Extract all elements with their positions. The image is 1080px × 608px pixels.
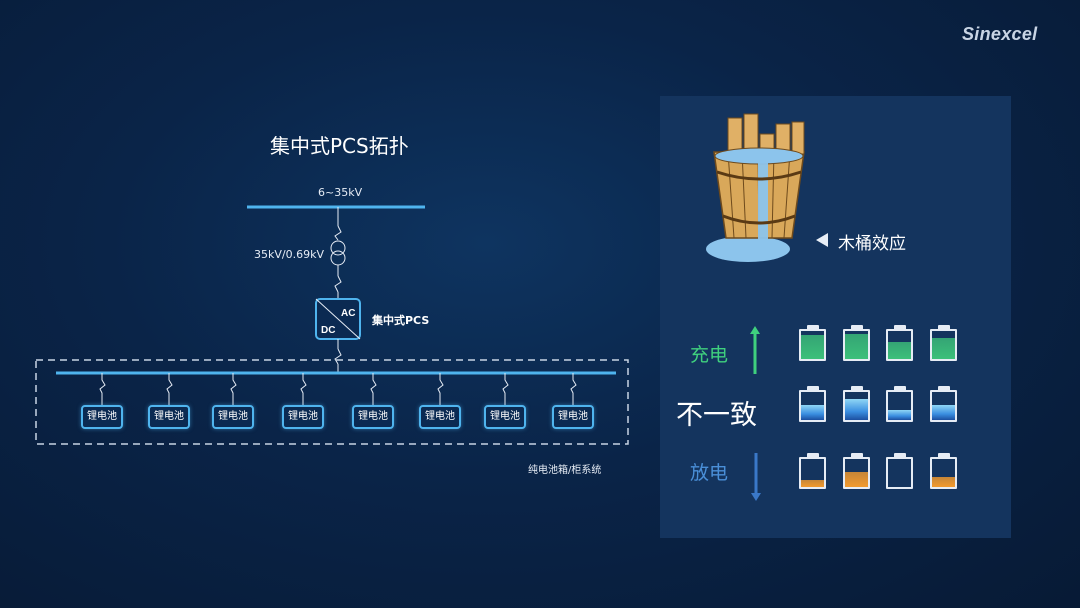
- grid-voltage-label: 6~35kV: [318, 186, 363, 199]
- wooden-barrel-illustration: [706, 113, 805, 262]
- feeder-switch: [334, 225, 342, 241]
- battery-cell-charge-level: [932, 477, 955, 487]
- transformer-coil-bottom: [330, 250, 346, 266]
- pcs-dc-text: DC: [321, 325, 335, 336]
- battery-cell-charge-level: [801, 480, 824, 487]
- pcs-ac-text: AC: [341, 308, 355, 319]
- barrel-pointer-icon: [816, 233, 828, 247]
- barrel-hoop: [716, 170, 802, 181]
- battery-cell-cap: [937, 453, 950, 457]
- transformer-coil-top: [330, 240, 346, 256]
- battery-unit: 锂电池: [148, 405, 190, 429]
- battery-cell-charge-level: [932, 338, 955, 359]
- battery-cell-cap: [850, 325, 863, 329]
- pcs-label: 集中式PCS: [372, 314, 430, 327]
- battery-cell-charge-level: [932, 404, 955, 420]
- battery-cell-charge-level: [801, 404, 824, 420]
- battery-cell-charge-level: [845, 471, 868, 487]
- battery-branch-switch: [99, 373, 106, 405]
- battery-cell-icon: [886, 329, 913, 361]
- battery-unit: 锂电池: [282, 405, 324, 429]
- battery-branch-switch: [300, 373, 307, 405]
- battery-cell-icon: [799, 390, 826, 422]
- battery-unit: 锂电池: [484, 405, 526, 429]
- battery-cell-cap: [850, 453, 863, 457]
- topology-title: 集中式PCS拓扑: [270, 134, 409, 158]
- barrel-stave: [791, 121, 805, 155]
- battery-cell-icon: [843, 329, 870, 361]
- battery-cell-icon: [886, 390, 913, 422]
- system-boundary: [35, 359, 629, 445]
- battery-cell-cap: [893, 386, 906, 390]
- battery-cell-charge-level: [845, 399, 868, 420]
- battery-cell-cap: [806, 386, 819, 390]
- brand-logo: Sinexcel: [962, 24, 1038, 44]
- pcs-diagonal: [315, 298, 361, 340]
- battery-cell-cap: [806, 453, 819, 457]
- battery-cell-cap: [937, 325, 950, 329]
- feeder-switch-3: [334, 348, 342, 365]
- inconsistency-label: 不一致: [676, 400, 757, 431]
- battery-branch-switch: [166, 373, 173, 405]
- battery-cell-cap: [806, 325, 819, 329]
- barrel-hoop: [722, 214, 796, 225]
- water-puddle: [706, 236, 790, 262]
- battery-cell-charge-level: [801, 335, 824, 359]
- battery-unit: 锂电池: [552, 405, 594, 429]
- transformer-label: 35kV/0.69kV: [254, 248, 324, 261]
- battery-branch-switch: [437, 373, 444, 405]
- battery-branch-switch: [502, 373, 509, 405]
- battery-cell-icon: [930, 390, 957, 422]
- battery-cell-icon: [799, 457, 826, 489]
- charge-label: 充电: [690, 344, 729, 366]
- battery-cell-icon: [843, 457, 870, 489]
- battery-cell-charge-level: [845, 333, 868, 359]
- feeder-switch-2: [334, 275, 342, 293]
- barrel-effect-label: 木桶效应: [838, 234, 906, 254]
- battery-unit: 锂电池: [212, 405, 254, 429]
- battery-cell-icon: [843, 390, 870, 422]
- battery-cell-icon: [930, 457, 957, 489]
- battery-cell-icon: [799, 329, 826, 361]
- discharge-label: 放电: [690, 462, 729, 484]
- arrow-up-icon: [750, 326, 760, 374]
- battery-cell-cap: [850, 386, 863, 390]
- battery-cell-icon: [930, 329, 957, 361]
- battery-cell-charge-level: [888, 342, 911, 359]
- battery-cell-cap: [937, 386, 950, 390]
- battery-unit: 锂电池: [81, 405, 123, 429]
- battery-cell-charge-level: [888, 410, 911, 420]
- battery-unit: 锂电池: [352, 405, 394, 429]
- battery-branch-switch: [230, 373, 237, 405]
- arrow-down-icon: [751, 453, 761, 501]
- battery-cell-cap: [893, 453, 906, 457]
- battery-cell-icon: [886, 457, 913, 489]
- system-label: 纯电池箱/柜系统: [528, 465, 602, 476]
- battery-cell-cap: [893, 325, 906, 329]
- water-stream: [758, 156, 768, 248]
- battery-branch-switch: [570, 373, 577, 405]
- battery-branch-switch: [370, 373, 377, 405]
- battery-unit: 锂电池: [419, 405, 461, 429]
